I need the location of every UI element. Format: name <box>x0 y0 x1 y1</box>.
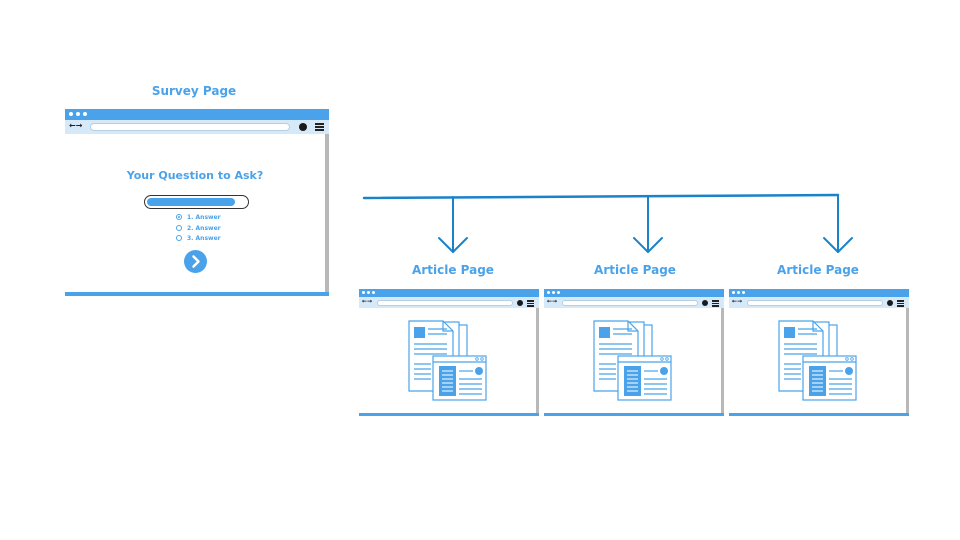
survey-option[interactable]: 1. Answer <box>176 212 221 222</box>
window-dot[interactable] <box>737 291 740 294</box>
back-forward-arrows-icon[interactable]: ←→ <box>69 121 83 130</box>
article-browser-window: ←→ <box>359 289 539 416</box>
clock-icon[interactable] <box>299 123 307 131</box>
window-bottom-bar <box>544 413 724 416</box>
url-bar[interactable] <box>747 300 883 306</box>
radio-button[interactable] <box>176 214 182 220</box>
progress-bar <box>144 195 249 209</box>
window-dot[interactable] <box>69 112 73 116</box>
browser-navbar: ←→ <box>729 297 909 308</box>
hamburger-menu-icon[interactable] <box>712 300 719 307</box>
back-forward-arrows-icon[interactable]: ←→ <box>732 298 743 305</box>
back-forward-arrows-icon[interactable]: ←→ <box>547 298 558 305</box>
article-browser-window: ←→ <box>544 289 724 416</box>
window-dot[interactable] <box>552 291 555 294</box>
window-dot[interactable] <box>732 291 735 294</box>
window-titlebar <box>65 109 329 120</box>
article-browser-window: ←→ <box>729 289 909 416</box>
browser-navbar: ←→ <box>359 297 539 308</box>
next-button[interactable] <box>184 250 207 273</box>
window-titlebar <box>359 289 539 297</box>
window-dot[interactable] <box>83 112 87 116</box>
window-titlebar <box>544 289 724 297</box>
document-icon <box>778 320 857 401</box>
window-dot[interactable] <box>557 291 560 294</box>
survey-option-label: 2. Answer <box>187 224 221 232</box>
window-dot[interactable] <box>742 291 745 294</box>
document-icon <box>408 320 487 401</box>
article-page-title: Article Page <box>594 263 676 277</box>
survey-page-title: Survey Page <box>151 84 237 98</box>
survey-option-label: 1. Answer <box>187 213 221 221</box>
window-titlebar <box>729 289 909 297</box>
article-page-title: Article Page <box>412 263 494 277</box>
arrow-down <box>633 195 663 253</box>
window-dot[interactable] <box>372 291 375 294</box>
radio-button[interactable] <box>176 235 182 241</box>
clock-icon[interactable] <box>517 300 523 306</box>
window-dot[interactable] <box>367 291 370 294</box>
article-page-title: Article Page <box>777 263 859 277</box>
scrollbar[interactable] <box>536 308 539 416</box>
survey-option[interactable]: 2. Answer <box>176 223 221 233</box>
back-forward-arrows-icon[interactable]: ←→ <box>362 298 373 305</box>
document-icon <box>593 320 672 401</box>
scrollbar[interactable] <box>325 134 329 296</box>
chevron-right-icon <box>192 255 200 268</box>
url-bar[interactable] <box>90 123 290 131</box>
survey-option[interactable]: 3. Answer <box>176 233 221 243</box>
survey-question: Your Question to Ask? <box>126 169 264 182</box>
arrow-down <box>438 196 468 253</box>
url-bar[interactable] <box>562 300 698 306</box>
clock-icon[interactable] <box>887 300 893 306</box>
clock-icon[interactable] <box>702 300 708 306</box>
connector-line <box>362 193 840 200</box>
browser-navbar: ←→ <box>544 297 724 308</box>
survey-option-label: 3. Answer <box>187 234 221 242</box>
window-dot[interactable] <box>547 291 550 294</box>
radio-button[interactable] <box>176 225 182 231</box>
browser-navbar: ←→ <box>65 120 329 134</box>
window-dot[interactable] <box>76 112 80 116</box>
scrollbar[interactable] <box>906 308 909 416</box>
arrow-down <box>823 194 853 253</box>
window-dot[interactable] <box>362 291 365 294</box>
window-bottom-bar <box>65 292 329 296</box>
url-bar[interactable] <box>377 300 513 306</box>
hamburger-menu-icon[interactable] <box>527 300 534 307</box>
hamburger-menu-icon[interactable] <box>897 300 904 307</box>
scrollbar[interactable] <box>721 308 724 416</box>
progress-fill <box>147 198 235 206</box>
window-bottom-bar <box>359 413 539 416</box>
survey-browser-window: ←→ Your Question to Ask? 1. Answer 2. Ans… <box>65 109 329 296</box>
hamburger-menu-icon[interactable] <box>315 123 324 131</box>
window-bottom-bar <box>729 413 909 416</box>
